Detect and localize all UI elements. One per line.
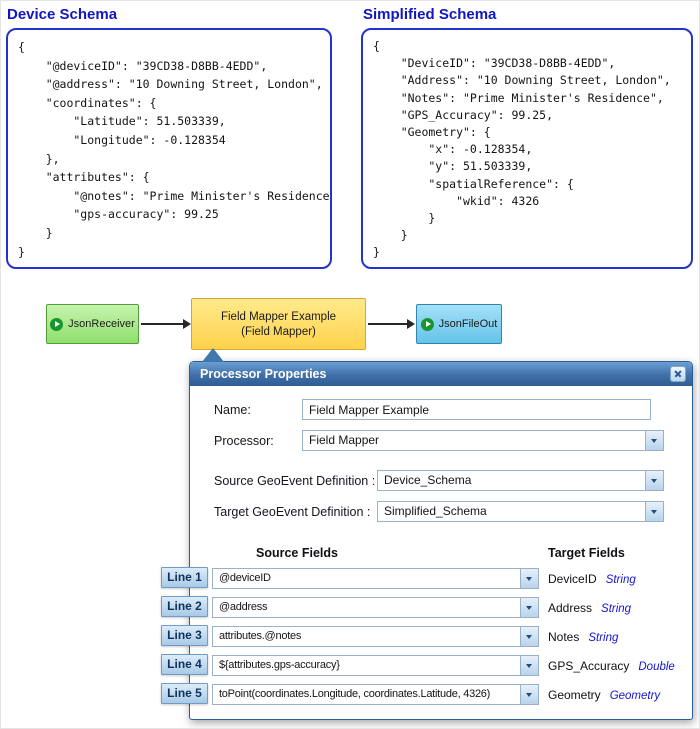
device-schema-code: { "@deviceID": "39CD38-D8BB-4EDD", "@add… (6, 28, 332, 269)
target-field-name: Notes (548, 630, 580, 644)
target-field-name: Address (548, 601, 593, 615)
flow-node-field-mapper[interactable]: Field Mapper Example (Field Mapper) (191, 298, 366, 350)
source-definition-value: Device_Schema (384, 473, 472, 487)
flow-node-label: Field Mapper Example (220, 310, 337, 323)
source-definition-label: Source GeoEvent Definition : (214, 474, 376, 488)
dropdown-arrow-icon[interactable] (520, 656, 538, 675)
source-field-dropdown-4[interactable]: ${attributes.gps-accuracy} (212, 655, 539, 676)
target-field-type: String (601, 603, 632, 615)
processor-dropdown[interactable]: Field Mapper (302, 430, 664, 451)
dropdown-arrow-icon[interactable] (645, 431, 663, 450)
source-field-dropdown-2[interactable]: @address (212, 597, 539, 618)
target-field-name: GPS_Accuracy (548, 659, 630, 673)
target-field-2: Address String (548, 597, 631, 618)
dialog-titlebar[interactable]: Processor Properties (190, 362, 692, 386)
name-label: Name: (214, 403, 251, 417)
dropdown-arrow-icon[interactable] (645, 471, 663, 490)
dropdown-arrow-icon[interactable] (645, 502, 663, 521)
processor-dropdown-value: Field Mapper (309, 433, 380, 447)
dropdown-arrow-icon[interactable] (520, 569, 538, 588)
simplified-schema-code: { "DeviceID": "39CD38-D8BB-4EDD", "Addre… (361, 28, 693, 269)
target-definition-label: Target GeoEvent Definition : (214, 505, 371, 519)
source-fields-header: Source Fields (256, 546, 338, 560)
dropdown-arrow-icon[interactable] (520, 598, 538, 617)
source-field-value-1: @deviceID (219, 572, 271, 584)
simplified-schema-title: Simplified Schema (363, 6, 497, 23)
flow-connector-arrow (368, 319, 415, 329)
target-field-3: Notes String (548, 626, 618, 647)
play-icon (420, 317, 434, 331)
line-1-callout: Line 1 (161, 567, 208, 588)
line-3-callout: Line 3 (161, 625, 208, 646)
source-field-value-5: toPoint(coordinates.Longitude, coordinat… (219, 688, 491, 700)
source-field-value-3: attributes.@notes (219, 630, 302, 642)
target-field-type: Geometry (609, 690, 661, 702)
flow-node-label: JsonFileOut (438, 318, 498, 330)
dropdown-arrow-icon[interactable] (520, 685, 538, 704)
target-field-name: DeviceID (548, 572, 597, 586)
source-field-dropdown-1[interactable]: @deviceID (212, 568, 539, 589)
line-4-callout: Line 4 (161, 654, 208, 675)
source-definition-dropdown[interactable]: Device_Schema (377, 470, 664, 491)
target-field-name: Geometry (548, 688, 601, 702)
dialog-title: Processor Properties (200, 367, 327, 381)
source-field-value-2: @address (219, 601, 268, 613)
dialog-callout-pointer (202, 348, 224, 362)
target-field-type: Double (638, 661, 675, 673)
source-field-value-4: ${attributes.gps-accuracy} (219, 659, 340, 671)
line-2-callout: Line 2 (161, 596, 208, 617)
play-icon (50, 317, 64, 331)
processor-properties-dialog: Processor Properties Name: Processor: Fi… (189, 361, 693, 720)
flow-connector-arrow (141, 319, 191, 329)
target-field-type: String (588, 632, 619, 644)
source-field-dropdown-5[interactable]: toPoint(coordinates.Longitude, coordinat… (212, 684, 539, 705)
target-fields-header: Target Fields (548, 546, 625, 560)
flow-node-json-file-out[interactable]: JsonFileOut (416, 304, 502, 344)
source-field-dropdown-3[interactable]: attributes.@notes (212, 626, 539, 647)
device-schema-title: Device Schema (7, 6, 118, 23)
target-field-1: DeviceID String (548, 568, 636, 589)
flow-node-sublabel: (Field Mapper) (241, 325, 316, 338)
flow-node-json-receiver[interactable]: JsonReceiver (46, 304, 139, 344)
line-5-callout: Line 5 (161, 683, 208, 704)
target-field-5: Geometry Geometry (548, 684, 660, 705)
name-input[interactable] (302, 399, 651, 420)
target-field-4: GPS_Accuracy Double (548, 655, 675, 676)
processor-label: Processor: (214, 434, 274, 448)
target-field-type: String (605, 574, 636, 586)
close-icon[interactable] (670, 366, 686, 382)
flow-node-label: JsonReceiver (68, 318, 135, 330)
target-definition-value: Simplified_Schema (384, 504, 487, 518)
target-definition-dropdown[interactable]: Simplified_Schema (377, 501, 664, 522)
dropdown-arrow-icon[interactable] (520, 627, 538, 646)
